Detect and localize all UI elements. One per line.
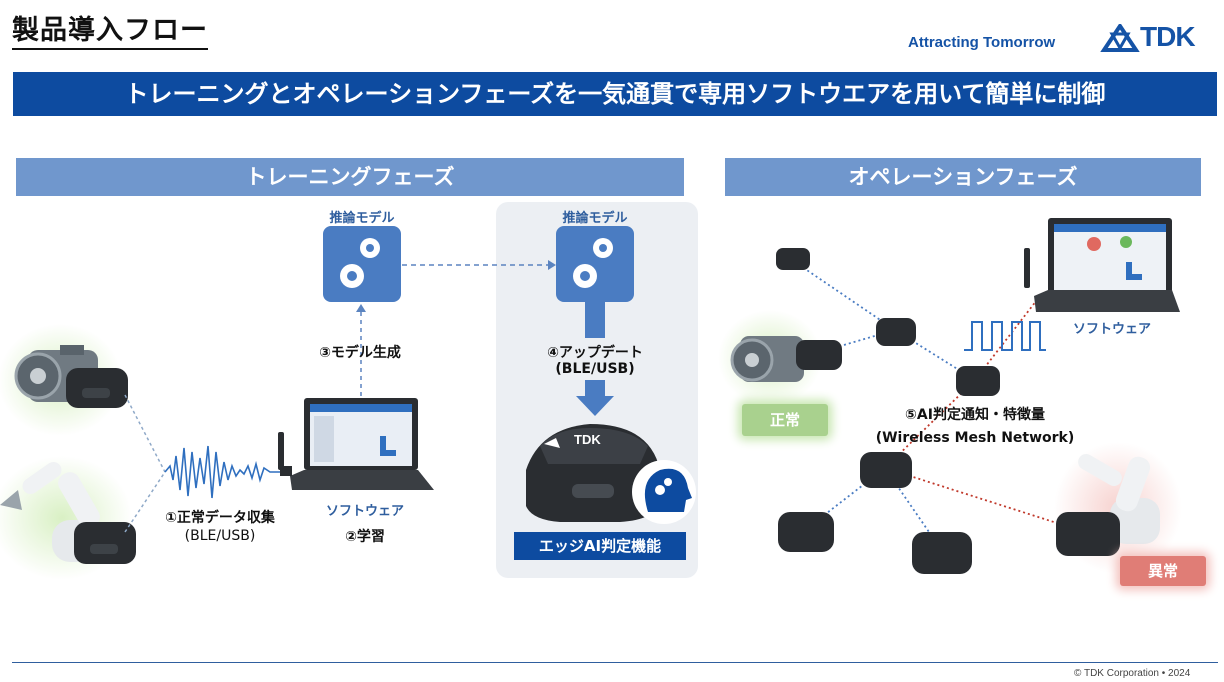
signal-waveform-icon [164, 445, 282, 499]
step5-label: ⑤AI判定通知・特徴量 [905, 407, 1045, 423]
tdk-logo-text: TDK [1140, 21, 1196, 52]
laptop-operation-icon [1024, 218, 1180, 312]
model-label-1: 推論モデル [329, 211, 395, 226]
step1-sub: (BLE/USB) [184, 528, 256, 544]
status-normal-badge: 正常 [742, 404, 828, 436]
page-title: 製品導入フロー [12, 16, 208, 50]
model-label-2: 推論モデル [562, 211, 628, 226]
edge-device-icon [526, 424, 660, 522]
sensor-device-icon [66, 368, 128, 408]
edge-device-brand: TDK [574, 432, 601, 447]
tagline: Attracting Tomorrow [908, 34, 1056, 51]
step3-label: ③モデル生成 [319, 345, 401, 361]
tdk-logo-icon [1100, 24, 1140, 52]
footer-divider [12, 662, 1218, 663]
status-abnormal-badge: 異常 [1120, 556, 1206, 586]
sensor-device-icon [74, 522, 136, 564]
training-phase-header: トレーニングフェーズ [16, 158, 684, 196]
mesh-sensor-icon [1056, 512, 1120, 556]
operation-software-label: ソフトウェア [1072, 322, 1151, 337]
step4-label: ④アップデート [547, 345, 643, 361]
laptop-training-icon [278, 398, 434, 490]
step5-sub: (Wireless Mesh Network) [875, 430, 1075, 446]
step2-label: ②学習 [345, 529, 385, 545]
operation-phase-header: オペレーションフェーズ [725, 158, 1201, 196]
edge-ai-badge: エッジAI判定機能 [514, 532, 686, 560]
motor-right-icon [718, 310, 822, 406]
step4-sub: (BLE/USB) [555, 361, 635, 377]
training-software-label: ソフトウェア [325, 504, 404, 519]
mesh-sensor-icon [796, 340, 842, 370]
model-box-2-icon [556, 226, 634, 302]
ai-head-icon [632, 460, 696, 524]
mesh-sensor-icon [776, 248, 1000, 574]
step1-label: ①正常データ収集 [165, 510, 275, 526]
copyright: © TDK Corporation • 2024 [1074, 668, 1191, 679]
model-box-1-icon [323, 226, 401, 302]
banner: トレーニングとオペレーションフェーズを一気通貫で専用ソフトウエアを用いて簡単に制… [13, 72, 1217, 116]
pulse-signal-icon [964, 321, 1046, 351]
